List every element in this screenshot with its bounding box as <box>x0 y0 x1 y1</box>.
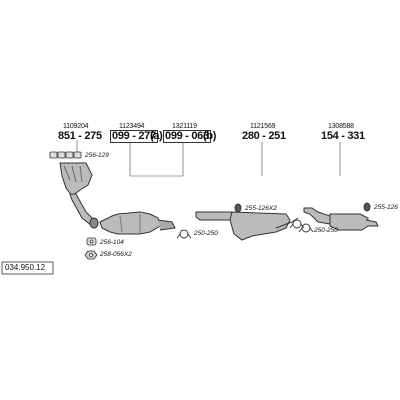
part-code-3[interactable]: 099 - 063 <box>163 130 211 143</box>
hanger-label-2: 255-126 <box>374 204 398 211</box>
clamp-label-2: 250-250 <box>314 227 338 234</box>
part-code-2[interactable]: 099 - 277 <box>110 130 158 143</box>
catalytic-converter-icon <box>99 211 176 235</box>
part-suffix-3: (b) <box>203 130 217 142</box>
nut-icon <box>84 250 98 260</box>
rubber-hanger-icon-1 <box>234 203 242 213</box>
hanger-label-1: 255-126X2 <box>245 205 277 212</box>
rubber-hanger-icon-2 <box>363 202 371 212</box>
manifold-gaskets-icon <box>49 151 82 159</box>
downpipe-icon <box>69 193 99 229</box>
middle-silencer-icon <box>195 211 299 241</box>
part-code-5[interactable]: 154 - 331 <box>321 130 365 142</box>
clamp-icon-3 <box>298 223 314 233</box>
diagram-number-box <box>1 261 54 275</box>
part-ref-5: 1308588 <box>328 123 354 130</box>
clamp-label-1: 250-250 <box>194 230 218 237</box>
nut-label: 258-056X2 <box>100 251 132 258</box>
part-suffix-2: (a) <box>150 130 163 142</box>
diagram-number: 034.950.12 <box>5 263 46 272</box>
part-ref-2: 1123494 <box>119 123 145 130</box>
flange-gasket-icon <box>86 237 97 246</box>
part-code-1[interactable]: 851 - 275 <box>58 130 102 142</box>
flange-gasket-label: 256-104 <box>100 239 124 246</box>
gasket-label: 256-129 <box>85 152 109 159</box>
part-code-4[interactable]: 280 - 251 <box>242 130 286 142</box>
part-ref-1: 1109204 <box>63 123 89 130</box>
rear-silencer-icon <box>303 207 379 231</box>
exhaust-manifold-icon <box>59 162 93 197</box>
clamp-icon-1 <box>176 229 192 239</box>
part-ref-3: 1321119 <box>172 123 197 130</box>
part-ref-4: 1121569 <box>250 123 276 130</box>
